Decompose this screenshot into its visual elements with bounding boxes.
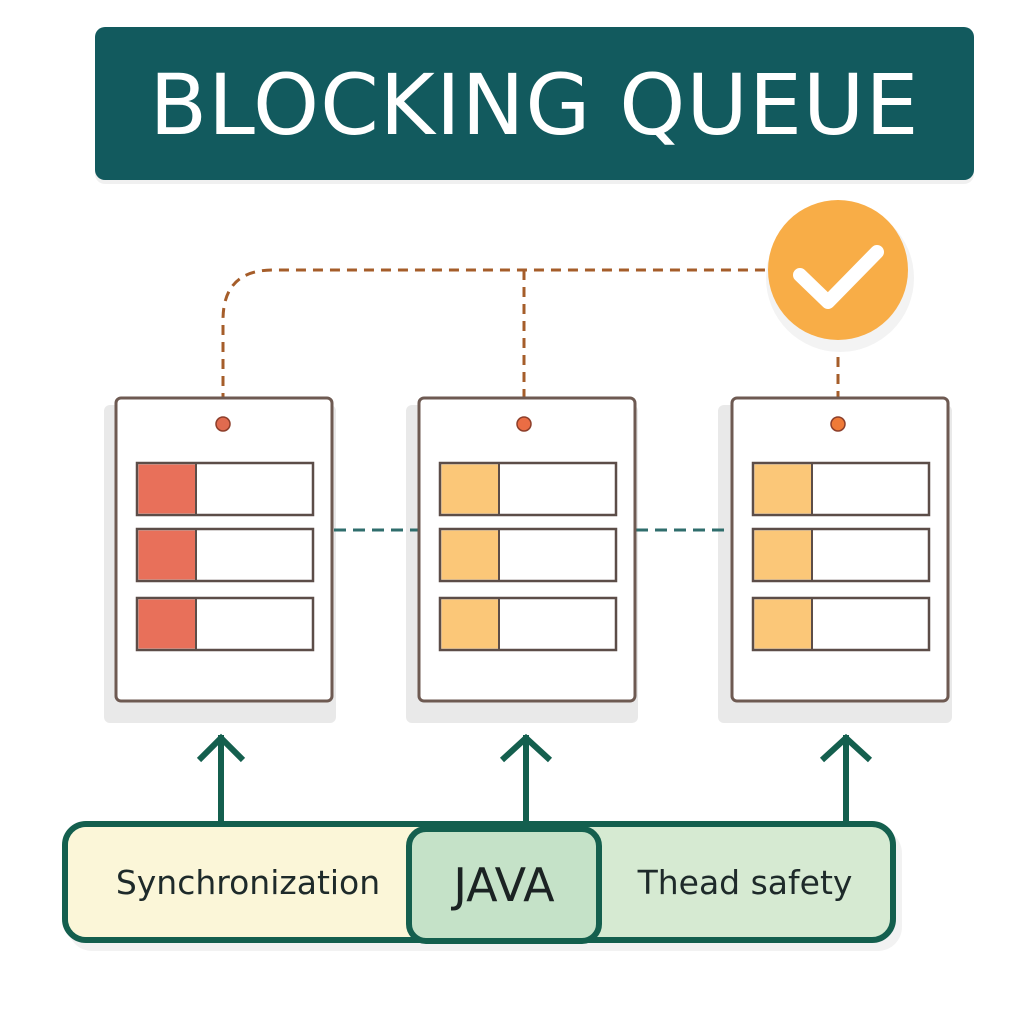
upward-arrows bbox=[196, 733, 873, 822]
queue-1-connector-dot bbox=[215, 416, 231, 432]
thread-safety-label: Thead safety bbox=[637, 862, 853, 902]
check-badge bbox=[766, 200, 914, 352]
queue-2-slots bbox=[438, 461, 618, 652]
title-banner: BLOCKING QUEUE bbox=[95, 27, 974, 180]
signal-path-main bbox=[221, 268, 772, 420]
arrow-up-icon bbox=[819, 733, 873, 822]
signal-connector bbox=[221, 268, 840, 420]
arrow-up-icon bbox=[196, 733, 246, 822]
synchronization-label: Synchronization bbox=[115, 862, 381, 902]
queue-2-connector-dot bbox=[516, 416, 532, 432]
queue-3-connector-dot bbox=[830, 416, 846, 432]
queue-card-1 bbox=[114, 396, 334, 703]
java-box: JAVA bbox=[406, 826, 602, 944]
thread-safety-segment: Thead safety bbox=[600, 827, 890, 937]
page-title: BLOCKING QUEUE bbox=[149, 55, 920, 154]
queue-3-slots bbox=[751, 461, 931, 652]
synchronization-segment: Synchronization bbox=[68, 827, 428, 937]
java-label: JAVA bbox=[453, 858, 555, 912]
queue-1-slots bbox=[135, 461, 315, 652]
arrow-up-icon bbox=[499, 733, 553, 822]
checkmark-icon bbox=[793, 245, 884, 309]
queue-card-2 bbox=[417, 396, 637, 703]
queue-card-3 bbox=[730, 396, 950, 703]
